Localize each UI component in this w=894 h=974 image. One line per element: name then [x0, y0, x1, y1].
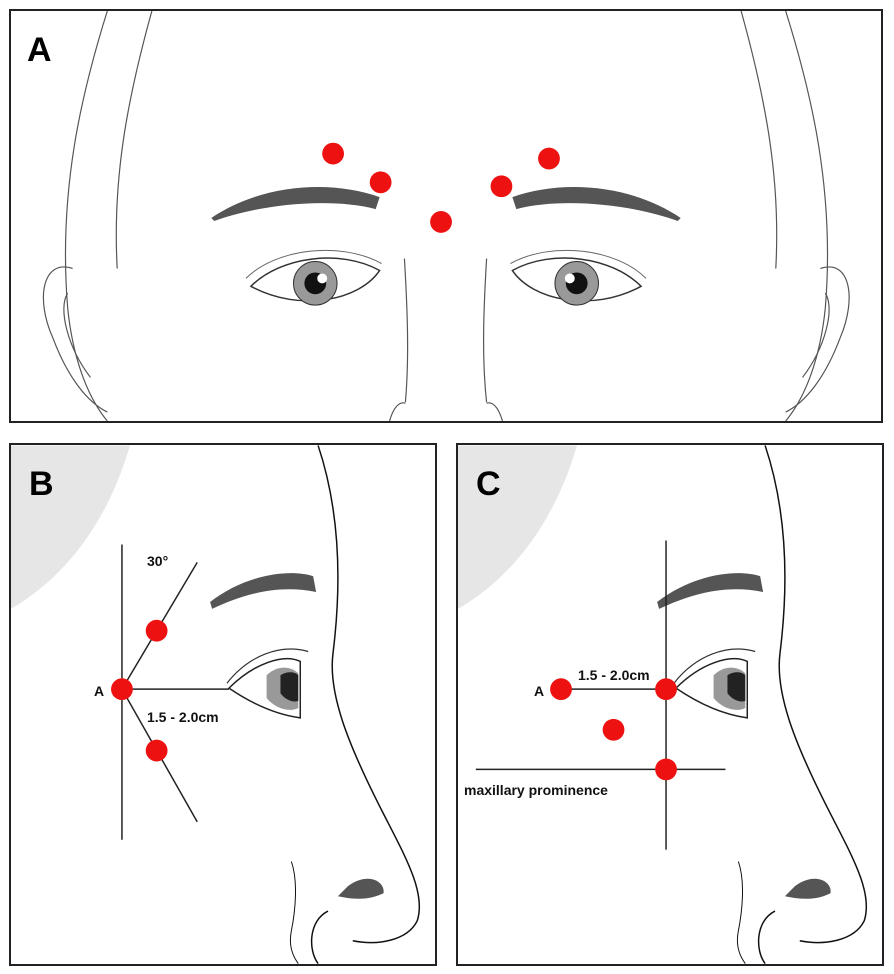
- nostril: [337, 878, 384, 899]
- left-eye: [245, 249, 382, 306]
- frontal-face-illustration: [42, 11, 850, 421]
- injection-point-a5: [538, 147, 560, 170]
- angle-label: 30°: [147, 553, 169, 569]
- injection-point-maxillary: [655, 758, 677, 781]
- injection-point-a1: [322, 142, 344, 165]
- eye: [673, 648, 756, 719]
- point-label: A: [534, 683, 545, 699]
- right-eyebrow: [512, 187, 681, 221]
- injection-point-middle: [602, 718, 625, 741]
- hair-shading: [458, 445, 577, 609]
- injection-point-a4: [490, 175, 513, 198]
- lateral-face-illustration-b: [11, 445, 421, 964]
- left-eyebrow: [211, 187, 380, 221]
- injection-point-lateral: [655, 678, 677, 701]
- injection-point-a2: [369, 171, 392, 194]
- panel-letter-a: A: [27, 31, 52, 69]
- nostril: [784, 878, 831, 899]
- injection-point-a3: [430, 211, 452, 233]
- point-a: [111, 678, 133, 701]
- guide-lines: [121, 544, 229, 840]
- injection-point-lower: [145, 739, 168, 762]
- face-outline: [42, 11, 850, 421]
- lateral-face-illustration-c: [458, 445, 868, 964]
- right-eye: [510, 249, 647, 306]
- profile-outline: [289, 445, 421, 964]
- panel-b-lateral-view: B 30° A 1.5 - 2.0cm: [9, 443, 437, 966]
- eyebrow: [657, 573, 764, 609]
- eyebrow: [210, 573, 317, 609]
- panel-a-frontal-view: A: [9, 9, 883, 423]
- distance-label: 1.5 - 2.0cm: [147, 709, 219, 725]
- point-a: [550, 678, 572, 701]
- profile-outline: [736, 445, 868, 964]
- injection-point-upper: [145, 619, 168, 642]
- point-label: A: [94, 683, 105, 699]
- eye: [226, 648, 309, 719]
- panel-letter-b: B: [29, 465, 54, 503]
- maxillary-prominence-label: maxillary prominence: [464, 782, 608, 798]
- panel-c-lateral-view: C A 1.5 - 2.0cm maxillary prominence: [456, 443, 884, 966]
- hair-shading: [11, 445, 130, 609]
- panel-letter-c: C: [476, 465, 501, 503]
- distance-label: 1.5 - 2.0cm: [578, 667, 650, 683]
